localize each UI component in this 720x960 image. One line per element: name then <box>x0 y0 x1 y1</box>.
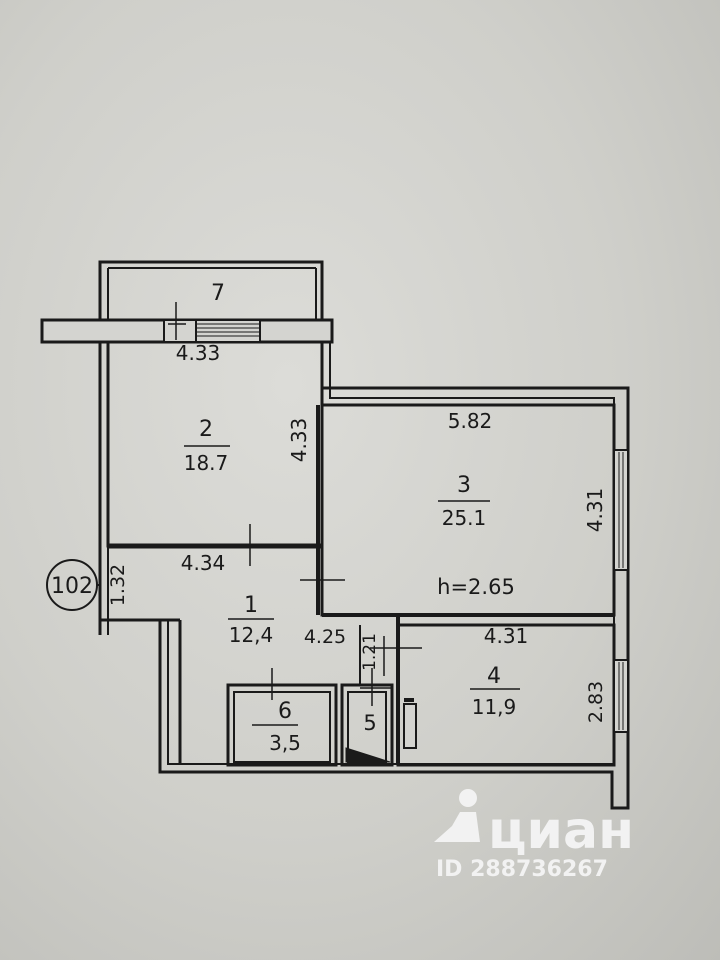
room-1-area: 12,4 <box>229 623 274 647</box>
room-1-number: 1 <box>244 593 258 618</box>
dim-433-side: 4.33 <box>287 418 311 463</box>
room-2-number: 2 <box>199 417 213 442</box>
wall-slab <box>40 318 334 344</box>
room-6-area: 3,5 <box>269 731 301 755</box>
dim-434: 4.34 <box>181 551 226 575</box>
cian-watermark: циан ID 288736267 <box>434 789 634 882</box>
room-2-area: 18.7 <box>184 451 229 475</box>
partitions <box>180 405 614 765</box>
cian-brand-text: циан <box>488 801 634 861</box>
room-3-number: 3 <box>457 473 471 498</box>
dim-425: 4.25 <box>304 626 346 648</box>
dim-433-top: 4.33 <box>176 341 221 365</box>
room-5-number: 5 <box>363 711 376 735</box>
listing-id: ID 288736267 <box>436 857 608 882</box>
room-3-area: 25.1 <box>442 506 487 530</box>
room-4-number: 4 <box>487 664 501 689</box>
dim-121: 1.21 <box>360 633 380 671</box>
dim-283: 2.83 <box>585 681 607 723</box>
unit-id: 102 <box>51 574 93 599</box>
ceiling-height: h=2.65 <box>437 575 515 599</box>
dim-582: 5.82 <box>448 409 493 433</box>
fraction-lines <box>184 445 520 726</box>
room-4-area: 11,9 <box>472 695 517 719</box>
room-7-number: 7 <box>211 281 225 306</box>
dim-431-bottom: 4.31 <box>484 624 529 648</box>
windows-right <box>613 449 629 733</box>
cian-logo-icon <box>434 789 480 842</box>
room-6-number: 6 <box>278 699 292 724</box>
dimension-ticks <box>168 302 422 706</box>
dim-132: 1.32 <box>107 564 129 606</box>
dim-431-side: 4.31 <box>583 488 607 533</box>
